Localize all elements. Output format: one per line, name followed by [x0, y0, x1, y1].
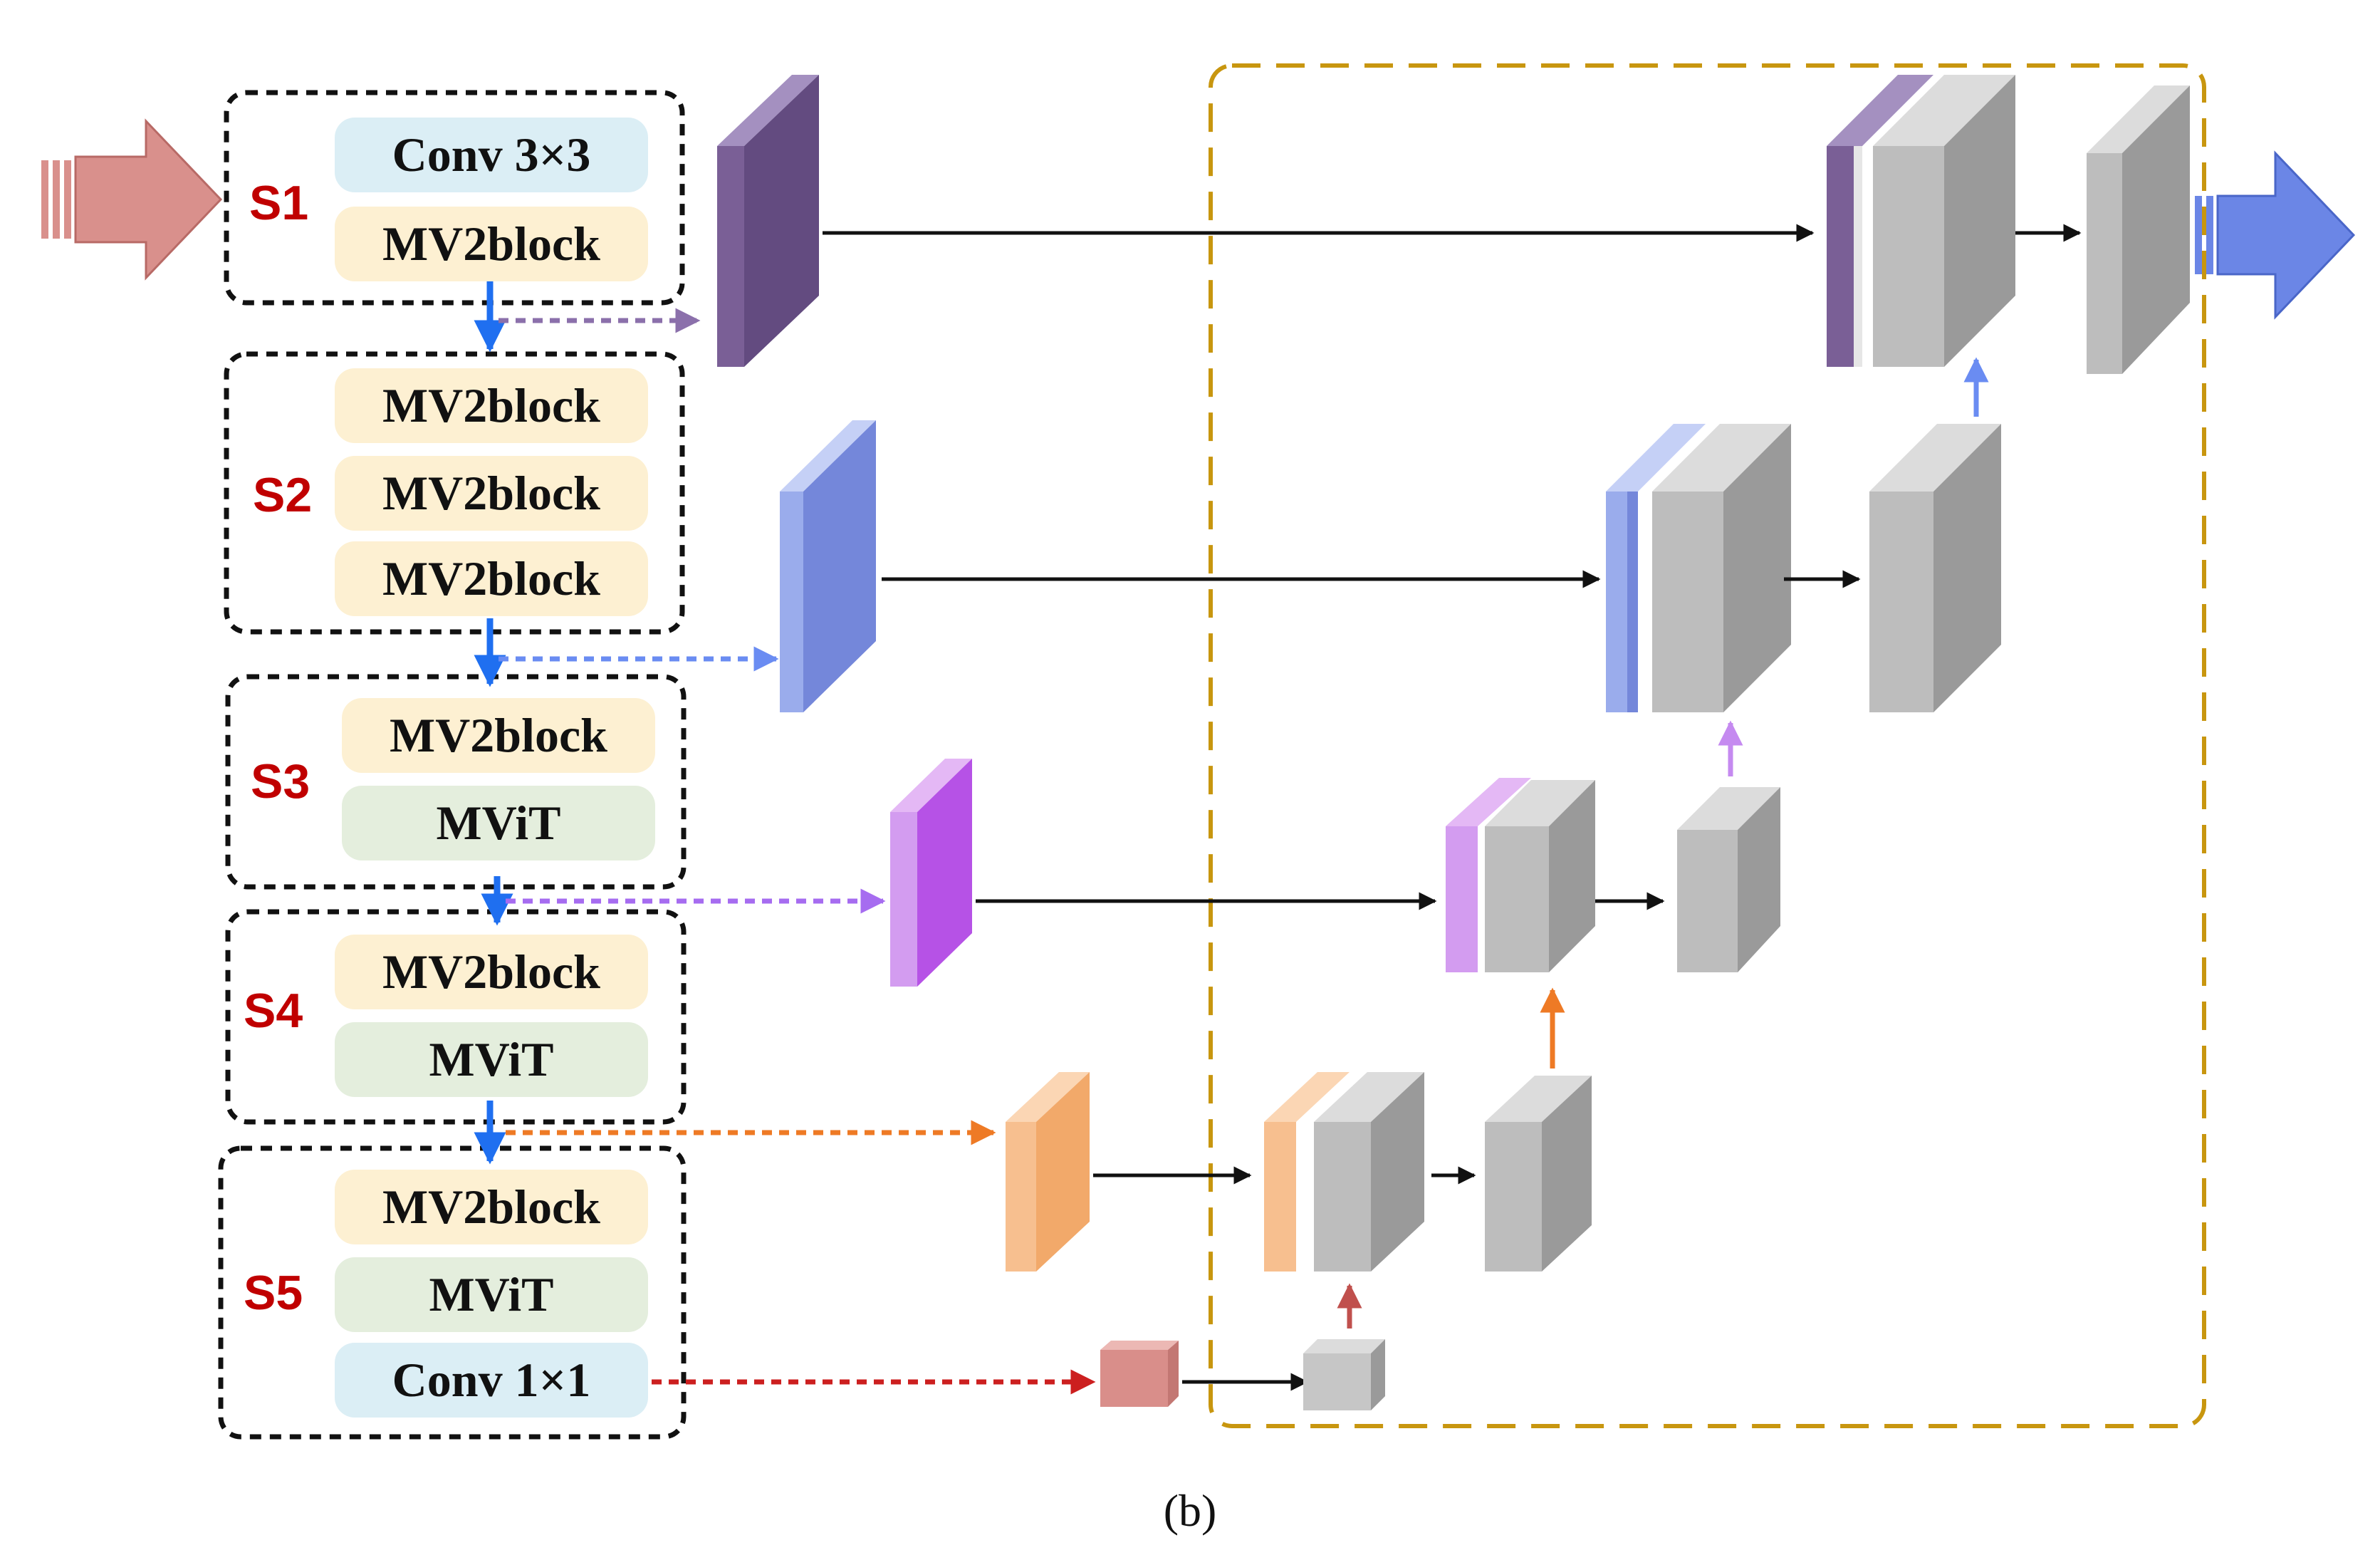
feature-map-s4	[1006, 1072, 1090, 1272]
block-s1-mv2-label: MV2block	[382, 217, 600, 271]
block-s5-mvit	[335, 1257, 648, 1332]
block-conv3x3	[335, 118, 648, 192]
block-s3-mv2-label: MV2block	[390, 708, 607, 762]
block-s2-mv2-a	[335, 368, 648, 443]
block-conv3x3-label: Conv 3×3	[392, 128, 591, 182]
stage-box-s3	[225, 674, 687, 890]
block-s4-mv2	[335, 935, 648, 1009]
block-s4-mv2-label: MV2block	[382, 945, 600, 999]
stage-box-s2	[224, 351, 685, 635]
block-s5-mvit-label: MViT	[429, 1267, 553, 1321]
block-s2-mv2-c	[335, 541, 648, 616]
stage-label-s5: S5	[244, 1266, 303, 1320]
block-s2-mv2-b	[335, 456, 648, 531]
stage-down-arrows	[474, 281, 513, 1165]
decoder-cube-l3	[1677, 787, 1780, 972]
block-s3-mv2	[342, 698, 655, 773]
decoder-cube-l5	[1303, 1339, 1385, 1410]
block-s2-mv2-a-label: MV2block	[382, 378, 600, 432]
block-s4-mvit-label: MViT	[429, 1032, 553, 1086]
block-s1-mv2	[335, 207, 648, 281]
skip-connection-arrows	[823, 224, 1815, 1391]
concat-cube-l1-gray	[1873, 75, 2015, 367]
feature-map-s1	[717, 75, 819, 367]
concat-cube-l3-gray	[1485, 780, 1595, 972]
block-s4-mvit	[335, 1022, 648, 1097]
figure-caption: (b)	[1164, 1485, 1217, 1536]
output-arrow	[2195, 150, 2356, 320]
block-s2-mv2-b-label: MV2block	[382, 466, 600, 520]
feature-map-s2	[780, 420, 876, 712]
concat-cube-l2-gray	[1652, 424, 1791, 712]
decoder-frame	[1209, 63, 2206, 1428]
concat-cube-l4-gray	[1314, 1072, 1424, 1272]
input-arrow	[41, 118, 223, 281]
stage-label-s1: S1	[249, 176, 308, 230]
block-s3-mvit	[342, 786, 655, 860]
block-s5-mv2	[335, 1170, 648, 1244]
block-s5-mv2-label: MV2block	[382, 1180, 600, 1234]
feature-map-s3	[890, 759, 972, 987]
concat-cube-l3-skip	[1446, 778, 1531, 972]
stage-box-s1	[224, 90, 685, 306]
stage-box-s4	[225, 909, 687, 1125]
stage-label-s4: S4	[244, 984, 303, 1038]
stage-label-s3: S3	[251, 754, 310, 808]
block-conv1x1	[335, 1343, 648, 1418]
decoder-cube-l1	[2087, 85, 2190, 374]
block-conv1x1-label: Conv 1×1	[392, 1353, 591, 1407]
concat-cube-l4-skip	[1264, 1072, 1350, 1272]
encoder-skip-arrows	[499, 308, 1096, 1395]
concat-cube-l2-skip	[1606, 424, 1706, 712]
stage-label-s2: S2	[253, 468, 312, 522]
block-s3-mvit-label: MViT	[436, 796, 560, 850]
decoder-cube-l4	[1485, 1076, 1592, 1272]
block-s2-mv2-c-label: MV2block	[382, 551, 600, 605]
feature-map-s5	[1100, 1341, 1179, 1407]
concat-cube-l1-skip	[1827, 75, 1933, 367]
stage-box-s5	[218, 1145, 687, 1440]
decoder-cube-l2	[1869, 424, 2001, 712]
